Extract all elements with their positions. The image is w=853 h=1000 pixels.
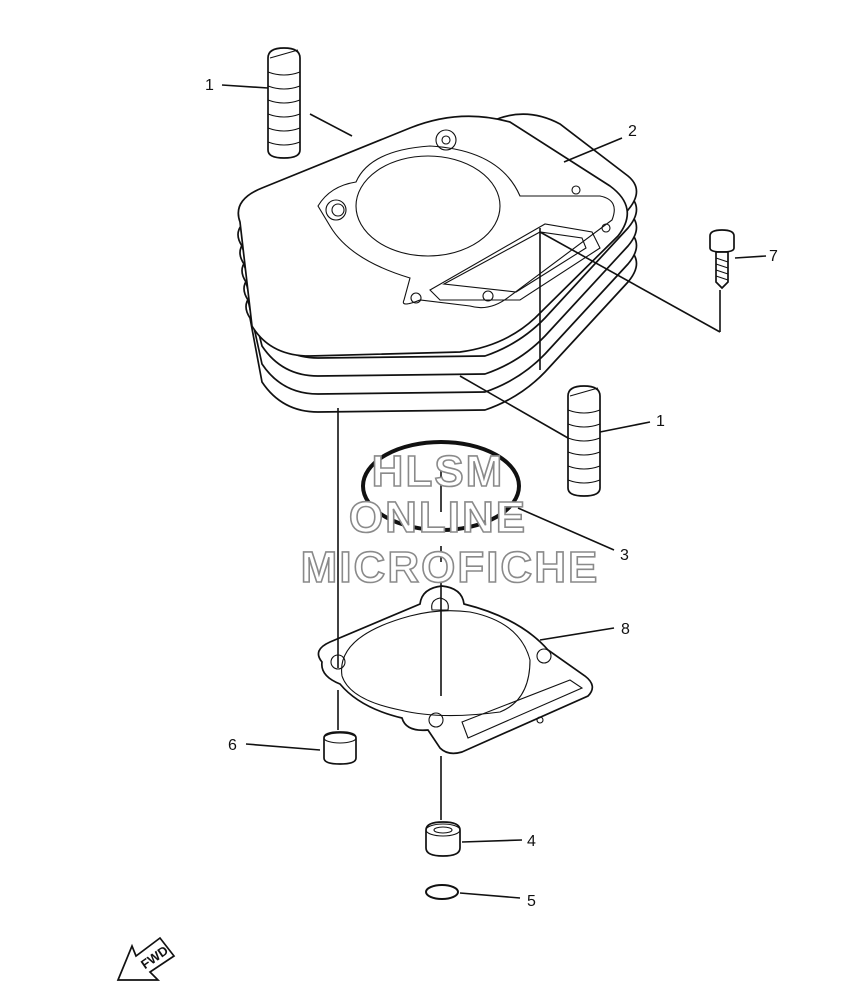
cylinder-gasket [317, 585, 594, 755]
bolt [709, 229, 735, 290]
callout-4: 4 [527, 833, 536, 850]
callout-5: 5 [527, 893, 536, 910]
dowel-pin-lower [567, 385, 601, 497]
dowel-pin-collar [425, 821, 461, 857]
callout-2: 2 [628, 123, 637, 140]
callouts: 1 2 1 3 4 5 6 7 8 [205, 77, 778, 910]
watermark-line-2: ONLINE [349, 493, 527, 542]
cylinder-block [237, 113, 638, 413]
callout-1-upper: 1 [205, 77, 214, 94]
watermark-line-3: MICROFICHE [301, 543, 600, 592]
callout-7: 7 [769, 248, 778, 265]
callout-8: 8 [621, 621, 630, 638]
watermark: HLSM ONLINE MICROFICHE [300, 446, 600, 593]
callout-1-lower: 1 [656, 413, 665, 430]
o-ring [361, 440, 521, 532]
dowel-pin [323, 731, 357, 765]
assembly-lines [221, 84, 767, 899]
callout-6: 6 [228, 737, 237, 754]
callout-3: 3 [620, 547, 629, 564]
watermark-line-1: HLSM [372, 447, 505, 496]
small-o-ring [425, 884, 459, 900]
dowel-pin-upper [267, 47, 301, 159]
fwd-arrow-icon: FWD [116, 936, 176, 981]
